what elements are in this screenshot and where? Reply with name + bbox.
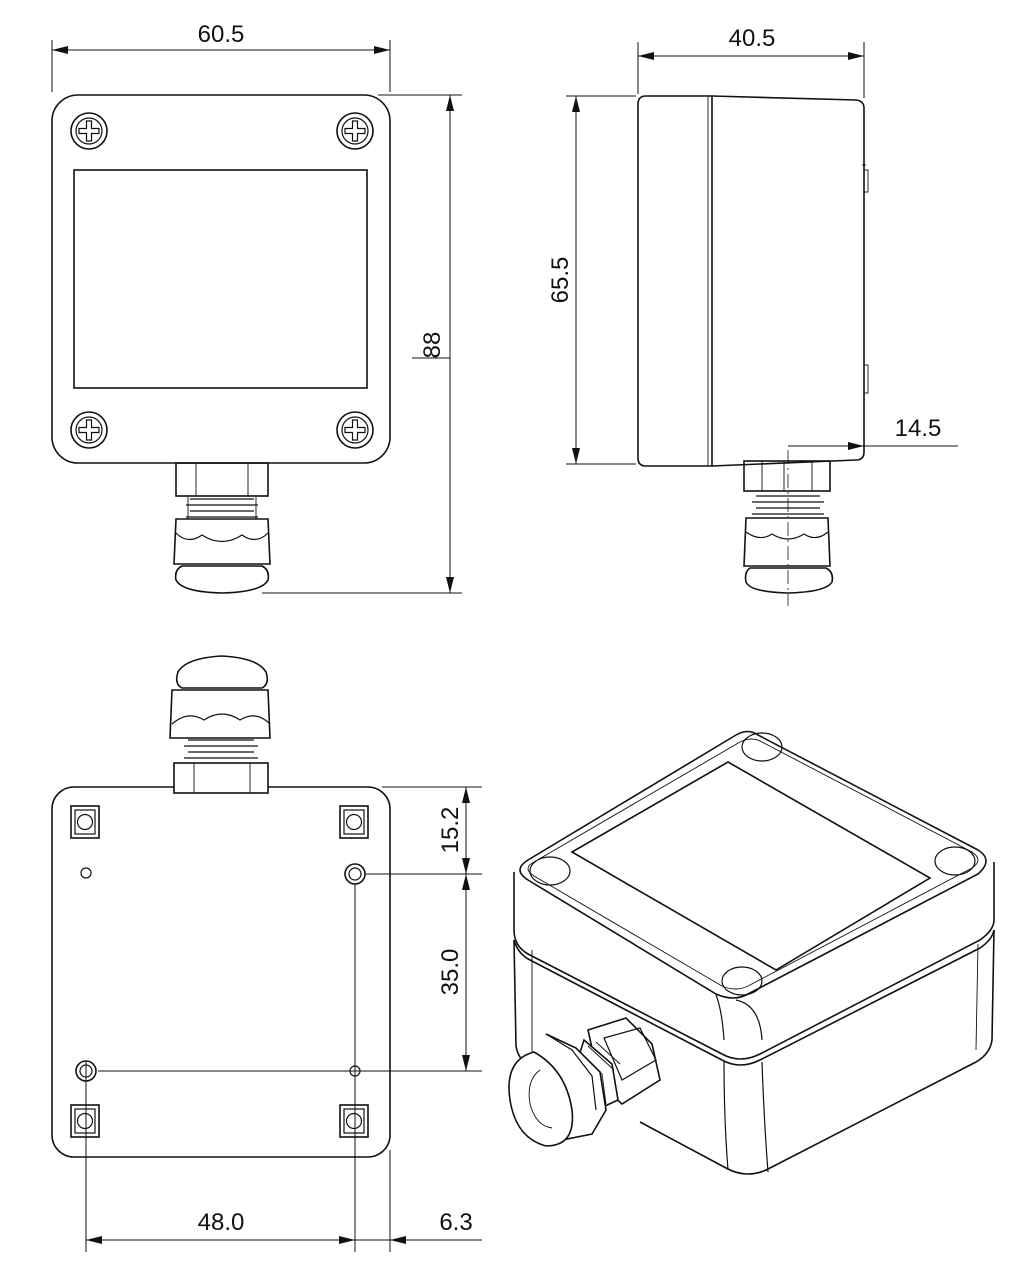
bottom-view	[51, 655, 391, 1158]
dim-bottom-edge-offset: 6.3	[355, 1150, 482, 1252]
screw-icon	[70, 112, 108, 150]
screw-icon	[336, 112, 374, 150]
lid-window	[73, 169, 368, 389]
mounting-hole-icon	[70, 805, 100, 839]
cable-gland	[173, 462, 271, 594]
mounting-hole-icon	[339, 1104, 369, 1138]
dim-label: 14.5	[895, 415, 942, 442]
enclosure-base	[51, 786, 391, 1158]
front-view	[51, 94, 391, 594]
dim-front-width: 60.5	[51, 21, 391, 92]
base-part	[711, 95, 865, 467]
dim-front-height: 88	[262, 94, 462, 594]
mounting-hole-icon	[339, 805, 369, 839]
lid-part	[637, 95, 713, 467]
dim-label: 88	[419, 332, 446, 359]
dim-label: 6.3	[439, 1209, 472, 1236]
dim-side-height: 65.5	[547, 95, 636, 465]
mounting-hole-icon	[70, 1104, 100, 1138]
cable-gland	[508, 1017, 661, 1147]
dim-bottom-top-offset: 15.2	[366, 786, 482, 875]
round-hole-icon	[344, 863, 366, 885]
dim-side-gland: 14.5	[788, 415, 958, 450]
dim-bottom-hole-vertical: 35.0	[98, 874, 482, 1072]
dim-label: 15.2	[437, 807, 464, 854]
cable-gland	[169, 655, 271, 794]
dim-label: 35.0	[437, 949, 464, 996]
isometric-view	[508, 730, 995, 1175]
dim-side-depth: 40.5	[637, 25, 865, 98]
dim-label: 65.5	[547, 257, 574, 304]
enclosure-body	[51, 94, 391, 464]
dim-bottom-hole-horizontal: 48.0	[85, 884, 356, 1252]
dim-label: 48.0	[198, 1209, 245, 1236]
dim-label: 40.5	[729, 25, 776, 52]
side-view	[637, 95, 869, 606]
dim-label: 60.5	[198, 21, 245, 48]
screw-icon	[70, 411, 108, 449]
screw-icon	[336, 411, 374, 449]
